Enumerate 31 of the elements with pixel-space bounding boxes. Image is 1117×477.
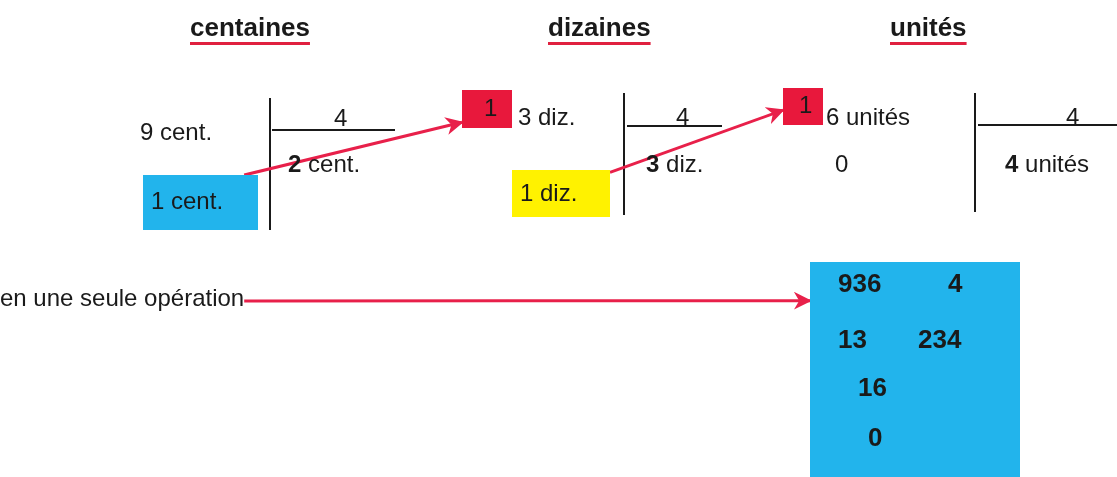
column-heading: unités xyxy=(890,12,967,43)
remainder-text: 0 xyxy=(835,150,849,178)
division-panel xyxy=(810,262,1020,477)
divisor-text: 4 xyxy=(676,103,690,131)
arrow xyxy=(243,117,464,177)
arrow xyxy=(244,291,812,310)
dividend-text: 9 cent. xyxy=(140,118,213,146)
dividend-text: 6 unités xyxy=(826,103,911,131)
divisor-text: 4 xyxy=(1066,103,1080,131)
highlight-box xyxy=(143,175,258,230)
quotient-text: 3 diz. xyxy=(646,150,704,178)
carry-digit: 1 xyxy=(484,94,498,122)
note-text: en une seule opération xyxy=(0,284,245,311)
division-number: 234 xyxy=(918,324,962,355)
division-number: 0 xyxy=(868,422,883,453)
column-heading: dizaines xyxy=(548,12,651,43)
arrow xyxy=(609,107,785,174)
division-number: 16 xyxy=(858,372,887,403)
quotient-text: 4 unités xyxy=(1005,150,1090,178)
remainder-label: 1 cent. xyxy=(151,187,224,215)
highlight-box xyxy=(512,170,610,217)
carry-digit: 1 xyxy=(799,91,813,119)
carry-box xyxy=(462,90,512,128)
division-number: 13 xyxy=(838,324,867,355)
remainder-label: 1 diz. xyxy=(520,179,578,207)
carry-box xyxy=(783,88,823,125)
division-number: 4 xyxy=(948,268,963,299)
division-number: 936 xyxy=(838,268,882,299)
column-heading: centaines xyxy=(190,12,310,43)
divisor-text: 4 xyxy=(334,104,348,132)
dividend-text: 3 diz. xyxy=(518,103,576,131)
